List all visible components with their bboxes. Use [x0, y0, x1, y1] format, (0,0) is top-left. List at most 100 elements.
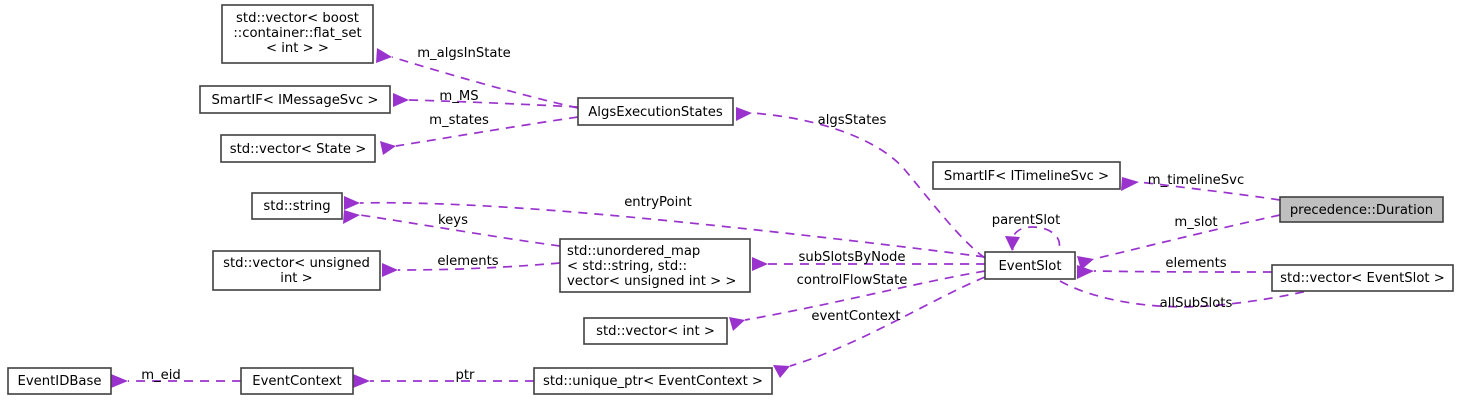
node-box[interactable] [220, 134, 376, 163]
arrow-head-icon [382, 263, 398, 277]
edge-path [359, 214, 561, 247]
edge-label: parentSlot [992, 213, 1061, 228]
arrow-head-icon [729, 317, 745, 331]
node-box[interactable] [577, 97, 734, 126]
arrow-head-icon [111, 374, 128, 388]
node-box[interactable] [1271, 264, 1454, 292]
edge-path [391, 56, 579, 109]
node-box[interactable] [251, 192, 343, 220]
node-box[interactable] [240, 367, 354, 395]
node-label-line: vector< unsigned int > > [567, 274, 736, 289]
node-eventidbase[interactable]: EventIDBase [7, 367, 112, 395]
edge-label: elements [1165, 256, 1226, 271]
arrow-head-icon [736, 107, 752, 121]
edge-path [789, 276, 986, 367]
edge-ptr: ptr [353, 368, 534, 388]
arrow-head-icon [752, 257, 768, 271]
edge-path [751, 112, 986, 259]
node-algsexecutionstates[interactable]: AlgsExecutionStates [577, 97, 734, 126]
edge-path [359, 201, 986, 258]
arrow-head-icon [343, 210, 360, 224]
arrow-head-icon [344, 196, 360, 210]
node-label-line: SmartIF< IMessageSvc > [212, 93, 379, 108]
edge-label: m_slot [1174, 215, 1217, 230]
node-label-line: std::unordered_map [567, 244, 700, 259]
node-label-line: precedence::Duration [1290, 203, 1433, 218]
node-label-line: ::container::flat_set [233, 26, 361, 41]
node-box[interactable] [932, 161, 1121, 190]
node-label-line: int > [280, 271, 312, 286]
edge-path [408, 99, 579, 108]
node-label-line: < std::string, std:: [567, 259, 687, 274]
node-box[interactable] [984, 251, 1076, 280]
edge-parentSlot: parentSlot [992, 213, 1061, 252]
edge-eventContext: eventContext [773, 276, 986, 378]
node-std-string[interactable]: std::string [251, 192, 343, 220]
edge-label: m_eid [141, 368, 181, 383]
edge-label: entryPoint [624, 195, 692, 210]
node-vector-state[interactable]: std::vector< State > [220, 134, 376, 163]
edge-entryPoint: entryPoint [344, 195, 986, 258]
node-vector-flat-set[interactable]: std::vector< boost ::container::flat_set… [221, 4, 374, 64]
edge-m-slot: m_slot [1077, 214, 1281, 270]
edge-elements-map: elements [382, 254, 561, 277]
edge-algsStates: algsStates [736, 107, 986, 259]
edge-label: ptr [456, 368, 476, 383]
node-unique-ptr-eventcontext[interactable]: std::unique_ptr< EventContext > [533, 367, 773, 395]
node-label-line: EventIDBase [18, 374, 102, 389]
edge-subSlotsByNode: subSlotsByNode [752, 250, 985, 271]
node-eventcontext[interactable]: EventContext [240, 367, 354, 395]
edge-keys: keys [343, 210, 561, 247]
edge-elements-slot: elements [1077, 256, 1273, 279]
arrow-head-icon [773, 365, 790, 378]
edge-path [744, 270, 986, 321]
node-label-line: std::vector< unsigned [223, 256, 370, 271]
node-box[interactable] [221, 4, 374, 64]
node-label-line: std::vector< State > [230, 142, 367, 157]
node-vector-int[interactable]: std::vector< int > [583, 317, 728, 345]
node-label-line: std::vector< int > [596, 324, 715, 339]
edge-label: keys [438, 213, 468, 228]
node-eventslot[interactable]: EventSlot [984, 251, 1076, 280]
arrow-head-icon [1005, 236, 1020, 251]
node-box[interactable] [583, 317, 728, 345]
edge-m-eid: m_eid [111, 368, 241, 388]
edge-path [1059, 280, 1313, 308]
edge-label: m_timelineSvc [1148, 173, 1244, 188]
node-label-line: < int > > [266, 41, 329, 56]
node-vector-eventslot[interactable]: std::vector< EventSlot > [1271, 264, 1454, 292]
node-label-line: std::vector< boost [236, 11, 359, 26]
node-box[interactable] [7, 367, 112, 395]
edge-controlFlowState: controlFlowState [729, 270, 986, 331]
edge-path [1093, 270, 1273, 273]
node-label-line: std::unique_ptr< EventContext > [543, 374, 763, 389]
node-smartif-imessagesvc[interactable]: SmartIF< IMessageSvc > [199, 85, 391, 114]
edge-label: m_algsInState [417, 46, 511, 61]
edge-path [397, 262, 561, 271]
node-box[interactable] [212, 250, 381, 291]
node-box[interactable] [559, 238, 751, 293]
edge-path [1138, 181, 1281, 201]
arrow-head-icon [353, 374, 370, 388]
edge-m-timelineSvc: m_timelineSvc [1121, 173, 1281, 201]
node-smartif-itimelinesvc[interactable]: SmartIF< ITimelineSvc > [932, 161, 1121, 190]
node-vector-unsigned-int[interactable]: std::vector< unsigned int > [212, 250, 381, 291]
node-box[interactable] [199, 85, 391, 114]
arrow-head-icon [380, 141, 396, 155]
node-unordered-map[interactable]: std::unordered_map < std::string, std:: … [559, 238, 751, 293]
arrow-head-icon [1077, 265, 1094, 279]
edge-label: eventContext [811, 309, 900, 324]
edge-label: controlFlowState [797, 273, 908, 288]
arrow-head-icon [376, 48, 392, 63]
edge-label: allSubSlots [1160, 296, 1233, 311]
arrow-head-icon [393, 93, 409, 107]
edge-path [1011, 226, 1061, 252]
node-box[interactable] [1279, 196, 1444, 223]
edge-path [395, 116, 579, 147]
node-label-line: std::string [263, 199, 330, 214]
edge-m-MS: m_MS [393, 89, 579, 108]
node-precedence-duration[interactable]: precedence::Duration [1279, 196, 1444, 223]
node-box[interactable] [533, 367, 773, 395]
